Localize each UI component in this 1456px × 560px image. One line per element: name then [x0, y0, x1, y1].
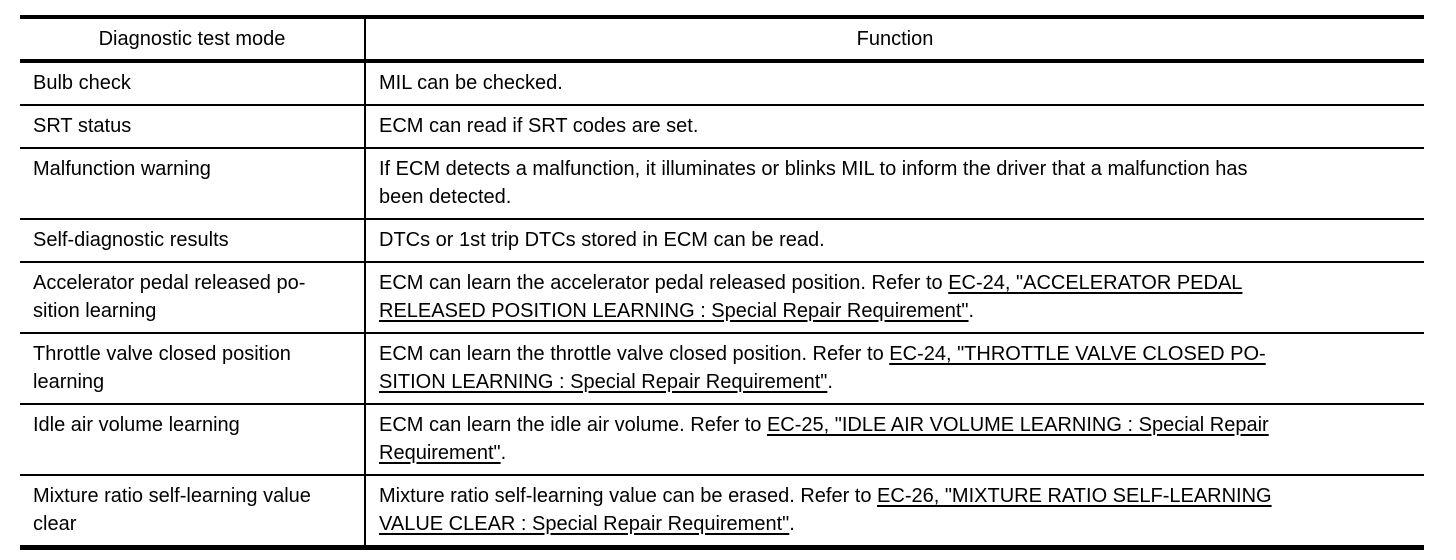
reference-link[interactable]: EC-24, "ACCELERATOR PEDAL RELEASED POSIT…	[379, 272, 1243, 322]
table-row: SRT status ECM can read if SRT codes are…	[20, 105, 1424, 148]
function-text: DTCs or 1st trip DTCs stored in ECM can …	[379, 229, 825, 251]
diagnostic-test-mode-cell: Throttle valve closed position learning	[20, 333, 366, 404]
function-text: .	[827, 371, 833, 393]
function-text: ECM can learn the idle air volume. Refer…	[379, 414, 767, 436]
reference-link[interactable]: EC-26, "MIXTURE RATIO SELF-LEARNING VALU…	[379, 485, 1272, 535]
function-cell: ECM can read if SRT codes are set.	[365, 105, 1424, 148]
diagnostic-test-mode-table: Diagnostic test mode Function Bulb check…	[20, 15, 1424, 550]
function-text: .	[500, 442, 507, 464]
function-cell: MIL can be checked.	[365, 61, 1424, 105]
table-row: Accelerator pedal released po- sition le…	[20, 262, 1424, 333]
diagnostic-test-mode-cell: Malfunction warning	[20, 148, 366, 219]
table-row: Self-diagnostic results DTCs or 1st trip…	[20, 219, 1424, 262]
diagnostic-test-mode-cell: SRT status	[20, 105, 366, 148]
reference-link[interactable]: EC-25, "IDLE AIR VOLUME LEARNING : Speci…	[379, 414, 1269, 464]
table-row: Bulb check MIL can be checked.	[20, 61, 1424, 105]
function-cell: ECM can learn the idle air volume. Refer…	[365, 404, 1424, 475]
function-cell: Mixture ratio self-learning value can be…	[365, 475, 1424, 548]
function-cell: DTCs or 1st trip DTCs stored in ECM can …	[365, 219, 1424, 262]
column-header-diagnostic-test-mode: Diagnostic test mode	[20, 17, 366, 61]
function-cell: ECM can learn the accelerator pedal rele…	[365, 262, 1424, 333]
diagnostic-test-mode-cell: Self-diagnostic results	[20, 219, 366, 262]
table-row: Throttle valve closed position learning …	[20, 333, 1424, 404]
reference-link[interactable]: EC-24, "THROTTLE VALVE CLOSED PO- SITION…	[379, 343, 1266, 393]
diagnostic-test-mode-cell: Bulb check	[20, 61, 366, 105]
table-row: Idle air volume learning ECM can learn t…	[20, 404, 1424, 475]
column-header-function: Function	[856, 28, 934, 50]
function-text: ECM can read if SRT codes are set.	[379, 115, 699, 137]
diagnostic-test-mode-cell: Idle air volume learning	[20, 404, 366, 475]
function-cell: ECM can learn the throttle valve closed …	[365, 333, 1424, 404]
function-text: ECM can learn the accelerator pedal rele…	[379, 272, 949, 294]
function-text: ECM can learn the throttle valve closed …	[379, 343, 890, 365]
diagnostic-test-mode-cell: Accelerator pedal released po- sition le…	[20, 262, 366, 333]
function-text: Mixture ratio self-learning value can be…	[379, 485, 878, 507]
table-row: Mixture ratio self-learning value clear …	[20, 475, 1424, 548]
function-text: .	[789, 513, 795, 535]
table-header-row: Diagnostic test mode Function	[20, 17, 1424, 61]
function-text: If ECM detects a malfunction, it illumin…	[379, 158, 1248, 208]
table-row: Malfunction warning If ECM detects a mal…	[20, 148, 1424, 219]
function-text: MIL can be checked.	[379, 72, 563, 94]
function-text: .	[968, 300, 975, 322]
function-cell: If ECM detects a malfunction, it illumin…	[365, 148, 1424, 219]
diagnostic-test-mode-cell: Mixture ratio self-learning value clear	[20, 475, 366, 548]
